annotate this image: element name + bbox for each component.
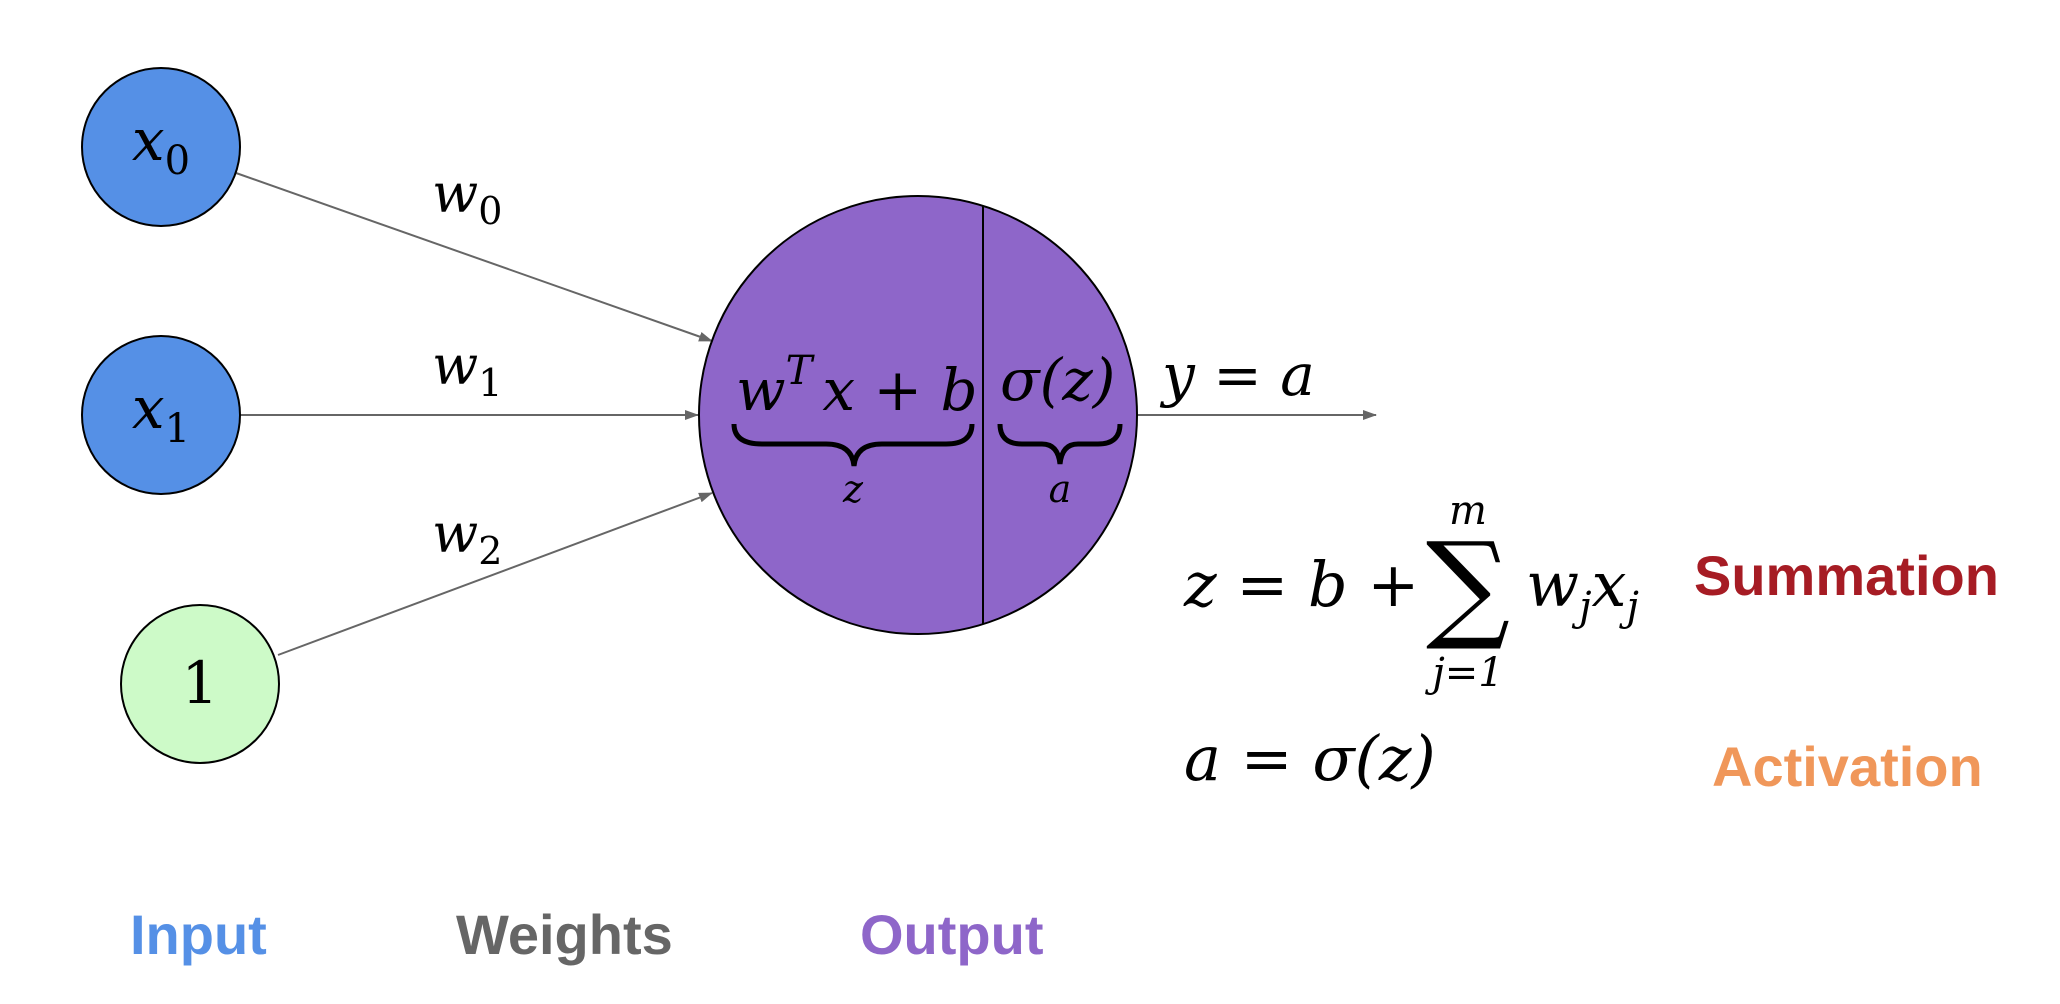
summation-equation-lhs: z = b + xyxy=(1183,548,1419,621)
edge-x0 xyxy=(235,172,713,342)
input-circle-x1 xyxy=(81,335,241,495)
underbrace-a xyxy=(997,423,1123,465)
bias-circle xyxy=(120,604,280,764)
bias-label: 1 xyxy=(182,649,219,717)
input-nodes: x0 x1 1 xyxy=(81,67,280,764)
summation-term: wjxj xyxy=(1526,548,1639,630)
input-node-x0: x0 xyxy=(81,67,241,227)
weight-edges xyxy=(235,172,1377,656)
activation-label: Activation xyxy=(1712,735,1983,798)
weight-label-w1: w1 xyxy=(432,334,502,405)
sum-lower-limit: j=1 xyxy=(1424,650,1503,696)
weight-label-w2: w2 xyxy=(432,502,502,573)
weight-labels: w0 w1 w2 xyxy=(432,162,502,573)
input-circle-x0 xyxy=(81,67,241,227)
weights-label: Weights xyxy=(456,903,673,966)
underbrace-label-z: z xyxy=(842,467,864,511)
output-label: Output xyxy=(860,903,1043,966)
bias-node: 1 xyxy=(120,604,280,764)
neuron-circle xyxy=(698,195,1138,635)
neuron-activation-expr: σ(z) xyxy=(1000,346,1115,414)
underbrace-z xyxy=(731,423,975,467)
sum-upper-limit: m xyxy=(1449,488,1487,534)
edge-bias xyxy=(277,492,713,656)
input-label-x0: x0 xyxy=(132,106,190,184)
summation-label: Summation xyxy=(1694,544,1999,607)
input-label-x1: x1 xyxy=(132,374,190,452)
activation-equation: a = σ(z) xyxy=(1184,722,1436,795)
weight-label-w0: w0 xyxy=(432,162,502,233)
sum-symbol: ∑ xyxy=(1426,516,1510,654)
output-expr: y = a xyxy=(1159,341,1315,409)
equations: z = b + ∑ m j=1 wjxj a = σ(z) xyxy=(1183,488,1639,795)
legend-labels: Summation Activation Input Weights Outpu… xyxy=(130,544,1999,966)
input-node-x1: x1 xyxy=(81,335,241,495)
input-label: Input xyxy=(130,903,267,966)
underbrace-label-a: a xyxy=(1049,467,1072,511)
